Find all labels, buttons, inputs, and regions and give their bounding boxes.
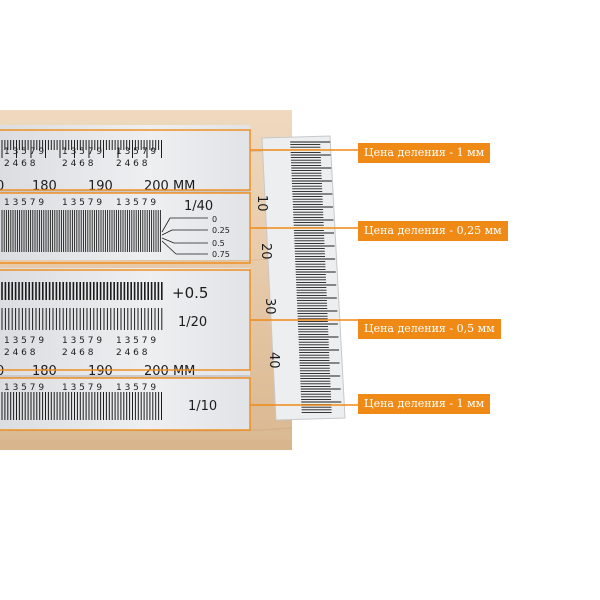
- lower-even-digits-3: 2 4 6 8: [116, 348, 148, 358]
- row2-odd-digits-3: 1 3 5 7 9: [116, 198, 156, 208]
- middle-scale-ticks: [1, 210, 161, 252]
- vertical-scale-ticks: [290, 141, 342, 413]
- fraction-plus-0-5: +0.5: [172, 284, 208, 302]
- callout-025mm: Цена деления - 0,25 мм: [358, 221, 508, 241]
- callout-1mm-top: Цена деления - 1 мм: [358, 143, 491, 163]
- vernier-mark-05: 0.5: [212, 239, 225, 248]
- lower-number-190: 190: [88, 364, 113, 379]
- vernier-line: [161, 237, 175, 244]
- vertical-number-40: 40: [266, 352, 281, 369]
- vernier-lines: [161, 217, 208, 255]
- lower-number-180: 180: [32, 364, 57, 379]
- callout-1mm-bottom: Цена деления - 1 мм: [358, 394, 491, 414]
- upper-number-0: 0: [0, 179, 4, 194]
- upper-even-digits-2: 2 4 6 8: [62, 159, 94, 169]
- vernier-line: [161, 229, 173, 236]
- callout-leaders: [250, 149, 360, 406]
- fraction-1-20: 1/20: [178, 315, 207, 330]
- frame-1mm-top: [0, 129, 251, 191]
- upper-odd-digits-3: 1 3 5 7 9: [116, 147, 156, 157]
- vernier-mark-025: 0.25: [212, 226, 230, 235]
- frame-1mm-bottom: [0, 377, 251, 431]
- vertical-number-10: 10: [254, 195, 269, 212]
- upper-number-200: 200 MM: [144, 179, 195, 194]
- vernier-mark-0: 0: [212, 215, 217, 224]
- lower-even-digits-1: 2 4 6 8: [4, 348, 36, 358]
- upper-number-190: 190: [88, 179, 113, 194]
- upper-scale-ticks: [1, 140, 162, 158]
- fraction-1-40: 1/40: [184, 199, 213, 214]
- lower-even-digits-2: 2 4 6 8: [62, 348, 94, 358]
- lower-scale-ticks: [1, 282, 163, 420]
- upper-number-180: 180: [32, 179, 57, 194]
- vernier-line: [161, 240, 177, 255]
- lower-odd-digits-1: 1 3 5 7 9: [4, 336, 44, 346]
- vertical-number-30: 30: [262, 298, 277, 315]
- vertical-number-20: 20: [258, 243, 273, 260]
- lower-odd-digits-2: 1 3 5 7 9: [62, 336, 102, 346]
- row2-odd-digits-2: 1 3 5 7 9: [62, 198, 102, 208]
- lower-number-0: 0: [0, 364, 4, 379]
- vernier-line: [161, 217, 171, 233]
- bottom-odd-digits-2: 1 3 5 7 9: [62, 383, 102, 393]
- callout-05mm: Цена деления - 0,5 мм: [358, 319, 501, 339]
- bottom-odd-digits-3: 1 3 5 7 9: [116, 383, 156, 393]
- bottom-odd-digits-1: 1 3 5 7 9: [4, 383, 44, 393]
- lower-number-200: 200 MM: [144, 364, 195, 379]
- row2-odd-digits-1: 1 3 5 7 9: [4, 198, 44, 208]
- upper-odd-digits-2: 1 3 5 7 9: [62, 147, 102, 157]
- lower-odd-digits-3: 1 3 5 7 9: [116, 336, 156, 346]
- vernier-mark-075: 0.75: [212, 250, 230, 259]
- fraction-1-10: 1/10: [188, 399, 217, 414]
- upper-even-digits-3: 2 4 6 8: [116, 159, 148, 169]
- upper-odd-digits-1: 1 3 5 7 9: [4, 147, 44, 157]
- upper-even-digits-1: 2 4 6 8: [4, 159, 36, 169]
